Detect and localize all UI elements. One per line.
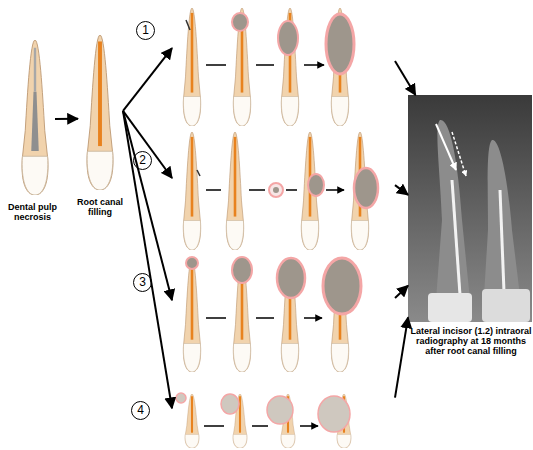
sequence-2 xyxy=(183,132,378,250)
root-shadow xyxy=(436,120,470,300)
stage-caption: Dental pulp necrosis xyxy=(0,202,70,222)
tooth xyxy=(183,258,200,372)
tooth xyxy=(185,394,199,448)
lesion xyxy=(318,396,350,432)
callout-number: 1 xyxy=(136,21,155,40)
lesion-mark xyxy=(197,170,200,176)
sequence-row: 1 xyxy=(172,8,395,126)
flow-arrow xyxy=(395,286,408,298)
callout-number: 4 xyxy=(131,401,150,420)
radiograph-panel: Lateral incisor (1.2) intraoral radiogra… xyxy=(408,95,532,322)
flow-arrow xyxy=(395,317,408,397)
dashed-pointer xyxy=(452,132,466,176)
root-filling xyxy=(452,180,460,295)
flow-arrow xyxy=(123,111,172,408)
flow-arrow xyxy=(123,111,172,178)
sequence-4 xyxy=(176,393,351,448)
stage-caption: Root canal filling xyxy=(65,197,135,217)
stage-tooth: Dental pulp necrosis xyxy=(10,40,55,198)
cyst-core xyxy=(273,187,279,193)
solid-pointer xyxy=(436,124,456,170)
lesion xyxy=(176,393,186,403)
callout-number: 3 xyxy=(133,273,152,292)
cyst-cell xyxy=(269,183,283,197)
crown-restoration xyxy=(428,293,472,322)
lesion xyxy=(354,168,378,208)
sequence-1 xyxy=(183,8,354,126)
crown-restoration xyxy=(482,289,530,322)
stage-caption: Lateral incisor (1.2) intraoral radiogra… xyxy=(410,326,532,356)
necrotic-tooth xyxy=(22,40,48,195)
tooth xyxy=(226,132,243,250)
tooth xyxy=(183,132,200,250)
radiograph xyxy=(408,95,532,322)
lesion xyxy=(278,21,298,55)
step-arrows xyxy=(204,425,318,427)
lesion xyxy=(221,394,239,414)
radiograph-film xyxy=(408,95,532,322)
flow-arrow xyxy=(395,61,415,95)
root-shadow xyxy=(484,140,520,296)
stage-tooth: Root canal filling xyxy=(78,35,123,193)
root-filling xyxy=(500,190,504,292)
step-arrows xyxy=(206,64,324,66)
lesion-mark xyxy=(186,20,190,30)
flow-arrow xyxy=(123,48,172,111)
lesion xyxy=(277,258,305,298)
flow-arrow xyxy=(123,111,172,300)
flow-arrow xyxy=(395,185,408,195)
sequence-row: 2 xyxy=(172,132,395,250)
filled-tooth xyxy=(87,35,113,190)
lesion xyxy=(308,174,324,196)
lesion xyxy=(186,257,198,269)
callout-number: 2 xyxy=(133,151,152,170)
step-arrows xyxy=(206,317,322,319)
sequence-row: 3 xyxy=(172,258,395,372)
flow-arrow xyxy=(55,118,78,120)
tooth xyxy=(183,8,200,126)
step-arrows xyxy=(206,189,344,191)
lesion xyxy=(232,13,248,31)
sequence-3 xyxy=(183,257,361,372)
lesion xyxy=(232,257,252,283)
sequence-row: 4 xyxy=(172,392,395,448)
lesion xyxy=(267,396,293,424)
lesion xyxy=(326,14,354,74)
lesion xyxy=(323,258,361,314)
